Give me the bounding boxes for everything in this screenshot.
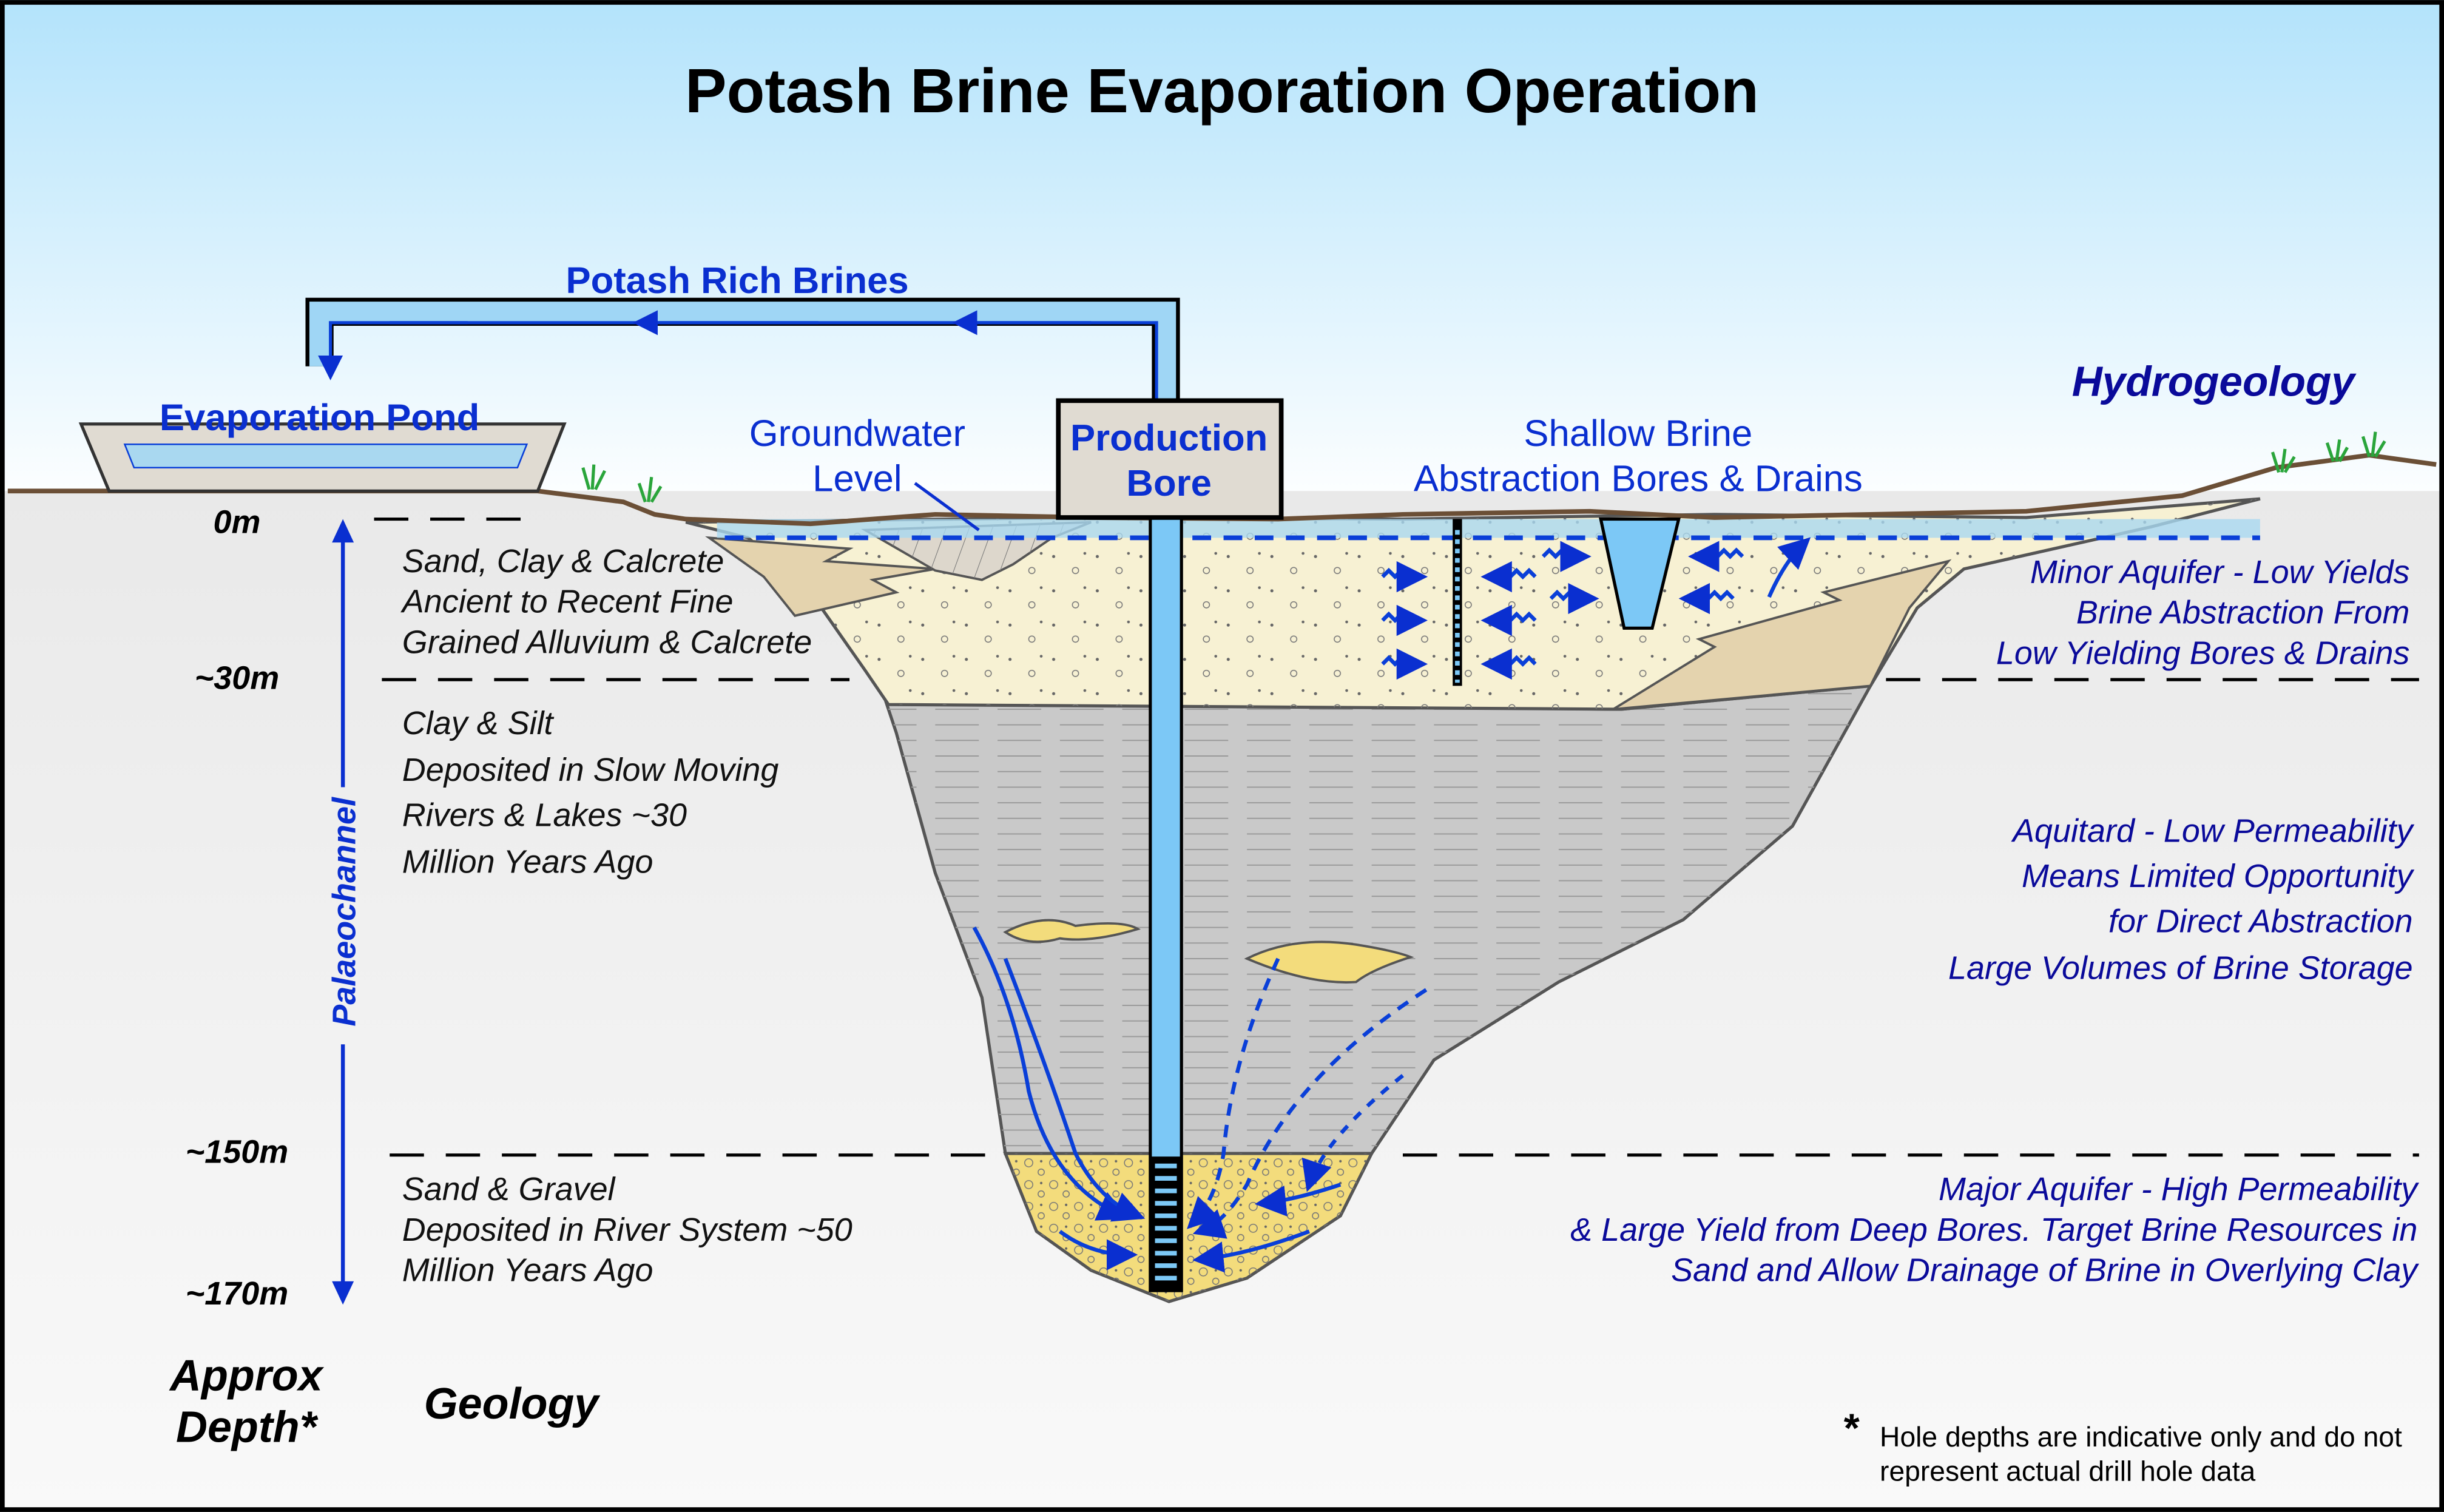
depth-label: 0m [213, 504, 260, 541]
sand-lens [1003, 919, 1141, 943]
svg-text:& Large Yield from Deep Bores.: & Large Yield from Deep Bores. Target Br… [1570, 1212, 2417, 1248]
svg-text:Major Aquifer - High Permeabil: Major Aquifer - High Permeability [1939, 1171, 2419, 1207]
geology-heading: Geology [424, 1380, 601, 1428]
depth-label: ~170m [186, 1275, 288, 1312]
hydrogeology-middle: Aquitard - Low Permeability Means Limite… [1948, 812, 2415, 986]
production-bore-label: Bore [1126, 462, 1211, 504]
approx-depth-label: Depth* [176, 1403, 319, 1451]
svg-text:Large Volumes of Brine Storage: Large Volumes of Brine Storage [1948, 950, 2413, 986]
svg-text:Deposited in River System ~50: Deposited in River System ~50 [402, 1212, 852, 1248]
approx-depth-label: Approx [169, 1352, 325, 1400]
svg-text:Minor Aquifer - Low Yields: Minor Aquifer - Low Yields [2030, 554, 2410, 590]
hydrogeology-lower: Major Aquifer - High Permeability & Larg… [1570, 1171, 2419, 1289]
hydrogeology-upper: Minor Aquifer - Low Yields Brine Abstrac… [1996, 554, 2410, 672]
svg-text:Low Yielding Bores & Drains: Low Yielding Bores & Drains [1996, 635, 2410, 671]
evaporation-pond-label: Evaporation Pond [160, 397, 479, 439]
shallow-brine-label: Abstraction Bores & Drains [1414, 457, 1863, 499]
bore-screen [1150, 1156, 1182, 1291]
svg-text:Sand and Allow Drainage of Bri: Sand and Allow Drainage of Brine in Over… [1671, 1252, 2419, 1289]
leader-line [914, 482, 980, 532]
svg-text:Sand & Gravel: Sand & Gravel [402, 1171, 616, 1207]
svg-text:Million Years Ago: Million Years Ago [402, 1252, 653, 1289]
potash-rich-brines-label: Potash Rich Brines [565, 260, 908, 302]
shallow-brine-label: Shallow Brine [1524, 413, 1752, 454]
svg-text:Sand, Clay & Calcrete: Sand, Clay & Calcrete [402, 543, 724, 579]
deep-flow-arrows [972, 926, 1428, 1273]
hydrogeology-heading: Hydrogeology [2072, 358, 2357, 405]
production-bore-label: Production [1070, 417, 1268, 459]
geology-upper: Sand, Clay & Calcrete Ancient to Recent … [400, 543, 812, 661]
saturated-zone [717, 519, 2260, 538]
grass-icon [581, 431, 2386, 503]
drain-trench [1599, 517, 1681, 630]
production-bore-box [1056, 398, 1284, 520]
svg-text:Means Limited Opportunity: Means Limited Opportunity [2022, 858, 2415, 894]
svg-text:Clay & Silt: Clay & Silt [402, 705, 555, 741]
groundwater-level-label: Groundwater [749, 413, 965, 454]
svg-text:Grained Alluvium & Calcrete: Grained Alluvium & Calcrete [402, 624, 812, 660]
svg-text:Ancient to Recent Fine: Ancient to Recent Fine [400, 584, 734, 620]
depth-label: ~30m [195, 660, 279, 697]
page-title: Potash Brine Evaporation Operation [685, 56, 1759, 126]
depth-lines [374, 517, 2419, 1157]
svg-text:Deposited in Slow Moving: Deposited in Slow Moving [402, 752, 779, 788]
geology-middle: Clay & Silt Deposited in Slow Moving Riv… [402, 705, 779, 880]
footnote-asterisk: * [1844, 1406, 1860, 1451]
calcrete-wedge-right [1612, 559, 1952, 710]
svg-text:Rivers & Lakes ~30: Rivers & Lakes ~30 [402, 797, 687, 834]
svg-text:for Direct Abstraction: for Direct Abstraction [2108, 903, 2413, 939]
sand-lens [1244, 940, 1414, 984]
geology-lower: Sand & Gravel Deposited in River System … [402, 1171, 852, 1289]
footnote-text: represent actual drill hole data [1880, 1456, 2255, 1487]
calcrete-wedge-left [705, 536, 936, 617]
inflow-arrows [1381, 537, 1811, 680]
footnote-text: Hole depths are indicative only and do n… [1880, 1421, 2402, 1453]
depth-label: ~150m [186, 1133, 288, 1170]
svg-text:Brine Abstraction From: Brine Abstraction From [2076, 595, 2410, 631]
svg-text:Million Years Ago: Million Years Ago [402, 844, 653, 880]
palaeochannel-label: Palaeochannel [326, 797, 363, 1027]
svg-text:Aquitard - Low Permeability: Aquitard - Low Permeability [2011, 812, 2415, 849]
groundwater-level-label: Level [812, 457, 902, 499]
